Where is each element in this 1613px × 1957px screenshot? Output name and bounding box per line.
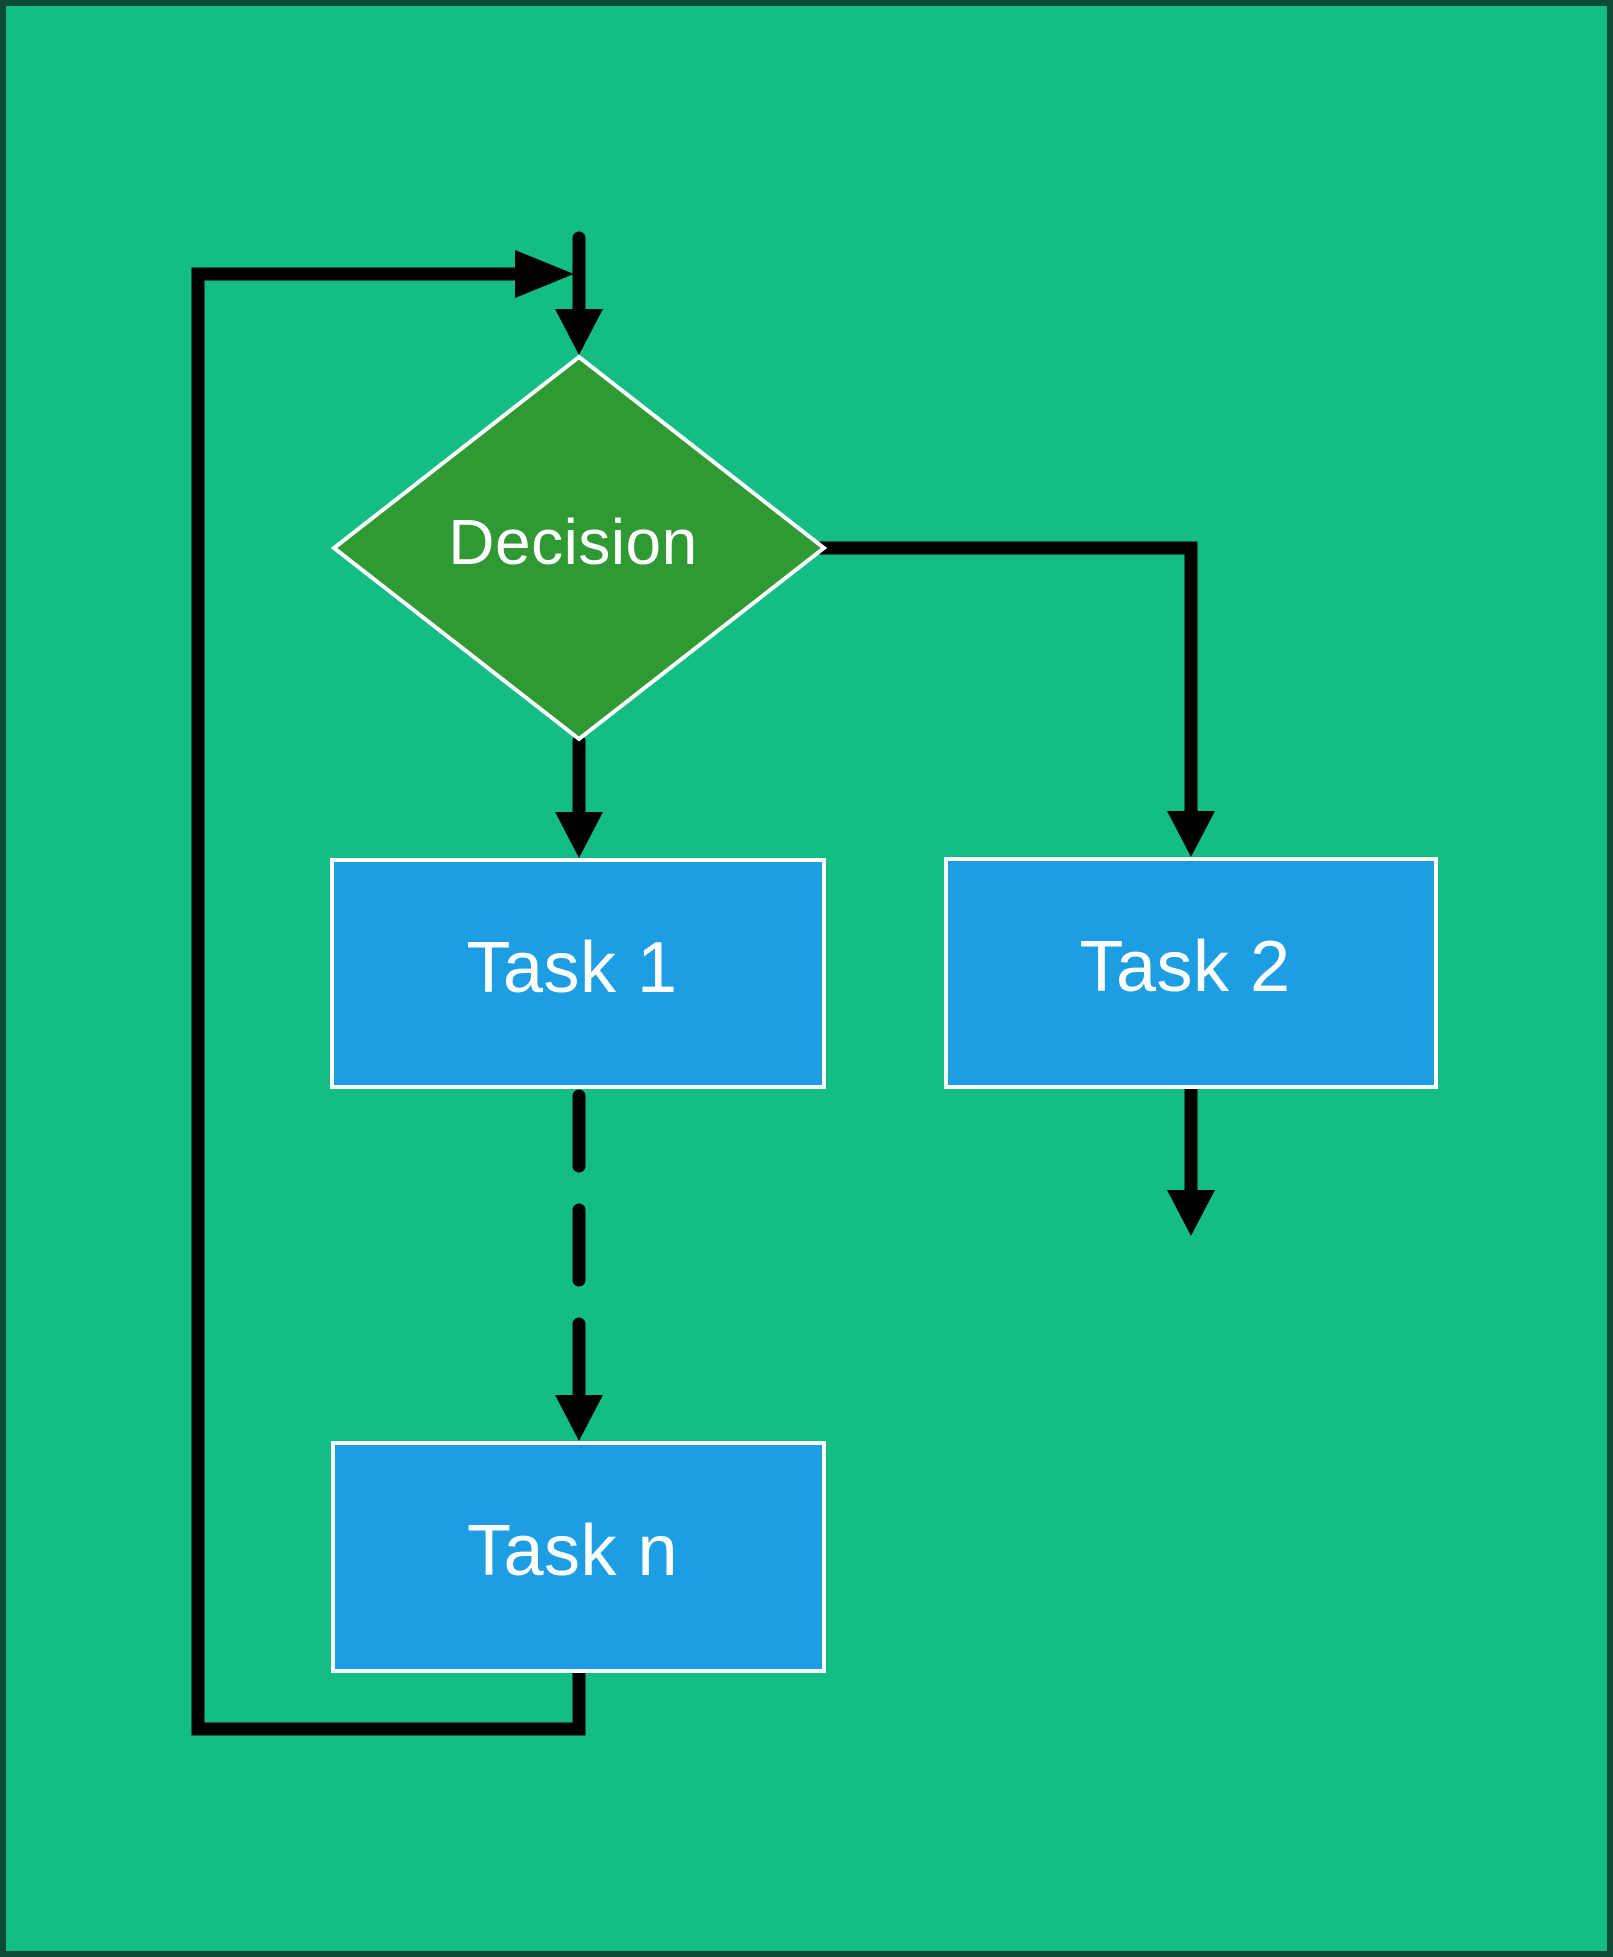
arrowhead-loop-right-icon [515, 250, 574, 298]
edge-decision-to-task1 [555, 734, 603, 858]
taskn-box [331, 1441, 826, 1673]
arrowhead-task2-down-icon [1167, 811, 1215, 857]
edge-start-to-decision [555, 231, 603, 355]
edge-taskn-to-decision-loop [191, 250, 586, 1736]
edge-task1-to-taskn-dashed [555, 1089, 603, 1441]
task2-box [944, 857, 1438, 1089]
edge-decision-to-task2 [813, 541, 1215, 857]
arrowhead-task1-down-icon [555, 812, 603, 858]
arrowhead-exit-down-icon [1167, 1190, 1215, 1236]
arrowhead-entry-down-icon [555, 309, 603, 355]
edge-task2-to-exit [1167, 1084, 1215, 1236]
arrowhead-taskn-down-icon [555, 1395, 603, 1441]
task1-box [330, 858, 826, 1089]
decision-diamond [330, 354, 828, 742]
flowchart-svg [191, 231, 1438, 1736]
